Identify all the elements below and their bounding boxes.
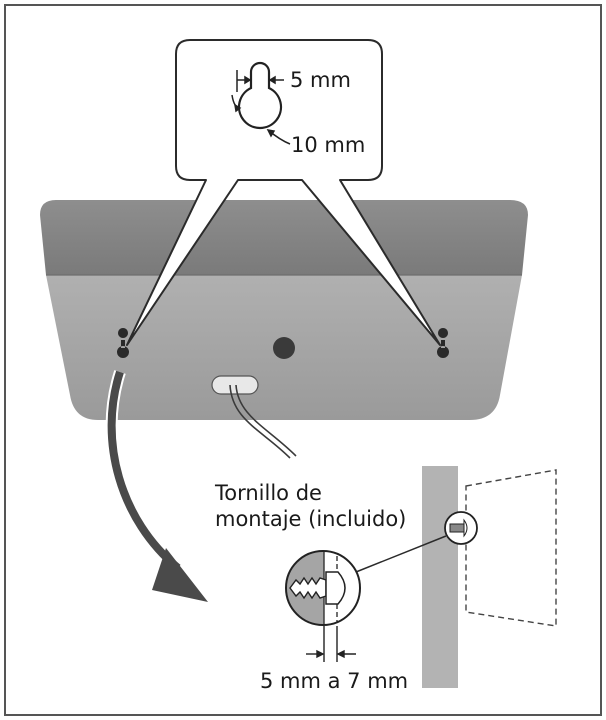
speaker-device [40,200,528,420]
protrusion-dimension [306,626,356,662]
screw-label-line2: montaje (incluido) [215,507,406,531]
dimension-10mm-arrows [231,94,291,145]
keyhole-shape-icon [237,61,283,130]
wall-screw-detail [444,511,478,545]
right-keyhole-slot [437,328,449,358]
keyhole-width-label: 5 mm [290,68,351,92]
screw-label-line1: Tornillo de [214,481,322,505]
speaker-top-face [40,200,528,275]
callout-bubble [126,39,441,346]
arrow-head-icon [152,548,208,602]
curved-direction-arrow [105,370,208,602]
keyhole-callout: 5 mm 10 mm [126,39,441,346]
cable [229,384,297,459]
left-keyhole-slot [117,327,129,358]
keyhole-head-label: 10 mm [291,133,365,157]
mounted-device-outline [465,469,557,627]
magnified-screw-detail [285,550,361,626]
wall [422,466,458,688]
center-mount-hole [273,337,295,359]
dimension-5mm-arrows [236,70,284,92]
protrusion-label: 5 mm a 7 mm [260,669,408,693]
zoom-connector-line [355,535,447,573]
cable-port [211,375,259,395]
